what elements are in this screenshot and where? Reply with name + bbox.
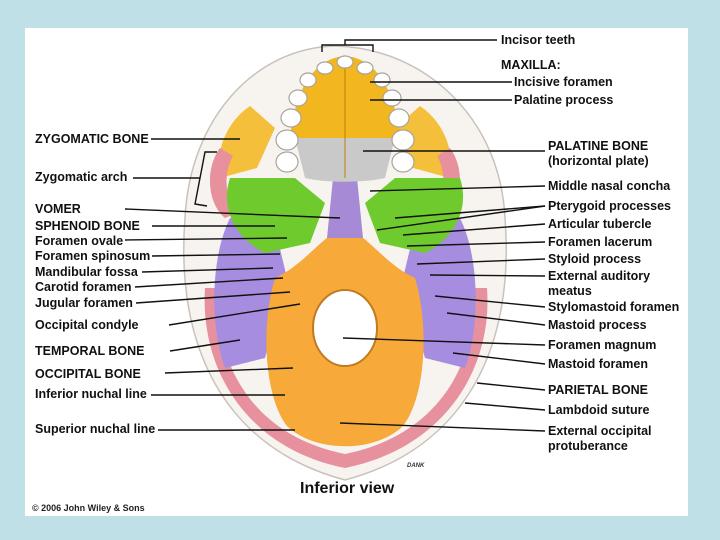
label-jugular-foramen: Jugular foramen: [35, 296, 133, 310]
teeth: [275, 55, 415, 173]
label-carotid-foramen: Carotid foramen: [35, 280, 132, 294]
label-foramen-spinosum: Foramen spinosum: [35, 249, 151, 263]
label-articular-tubercle: Articular tubercle: [548, 217, 652, 231]
vomer-shape: [327, 178, 363, 238]
label-occipital-bone: OCCIPITAL BONE: [35, 367, 141, 381]
label-external-occipital-protuberance: External occipital protuberance: [548, 424, 652, 453]
leader-lines-right: [321, 39, 546, 432]
label-zygomatic-arch: Zygomatic arch: [35, 170, 128, 184]
label-inferior-nuchal-line: Inferior nuchal line: [35, 387, 147, 401]
label-pterygoid-processes: Pterygoid processes: [548, 199, 671, 213]
label-styloid-process: Styloid process: [548, 252, 642, 266]
zygomatic-arch-left: [209, 148, 237, 218]
label-stylomastoid-foramen: Stylomastoid foramen: [548, 300, 680, 314]
parietal-bone-shape: [204, 288, 488, 468]
label-lambdoid-suture: Lambdoid suture: [548, 403, 650, 417]
label-occipital-condyle: Occipital condyle: [35, 318, 139, 332]
label-external-auditory-meatus: External auditory meatus: [548, 269, 651, 298]
label-foramen-ovale: Foramen ovale: [35, 234, 124, 248]
label-temporal-bone: TEMPORAL BONE: [35, 344, 145, 358]
label-foramen-magnum: Foramen magnum: [548, 338, 657, 352]
label-maxilla: MAXILLA:: [501, 58, 561, 72]
label-mandibular-fossa: Mandibular fossa: [35, 265, 138, 279]
zygomatic-bone-right: [395, 106, 452, 178]
skull-illustration: [124, 39, 546, 481]
label-incisive-foramen: Incisive foramen: [514, 75, 613, 89]
label-zygomatic-bone: ZYGOMATIC BONE: [35, 132, 149, 146]
leader-lines-left: [124, 138, 341, 431]
figure-panel: [25, 28, 688, 516]
copyright-notice: © 2006 John Wiley & Sons: [32, 503, 145, 513]
sphenoid-bone-right: [365, 178, 464, 253]
label-superior-nuchal-line: Superior nuchal line: [35, 422, 156, 436]
label-palatine-bone: PALATINE BONE (horizontal plate): [548, 139, 649, 168]
foramen-magnum-shape: [312, 289, 378, 367]
label-mastoid-process: Mastoid process: [548, 318, 647, 332]
label-mastoid-foramen: Mastoid foramen: [548, 357, 649, 371]
figure-caption: Inferior view: [300, 480, 395, 497]
zygomatic-bone-left: [218, 106, 275, 178]
label-parietal-bone: PARIETAL BONE: [548, 383, 649, 397]
label-vomer: VOMER: [35, 202, 81, 216]
label-incisor-teeth: Incisor teeth: [501, 33, 576, 47]
label-sphenoid-bone: SPHENOID BONE: [35, 219, 140, 233]
label-palatine-process: Palatine process: [514, 93, 614, 107]
artist-signature: DANK: [407, 463, 425, 469]
label-foramen-lacerum: Foramen lacerum: [548, 235, 653, 249]
label-middle-nasal-concha: Middle nasal concha: [548, 179, 671, 193]
